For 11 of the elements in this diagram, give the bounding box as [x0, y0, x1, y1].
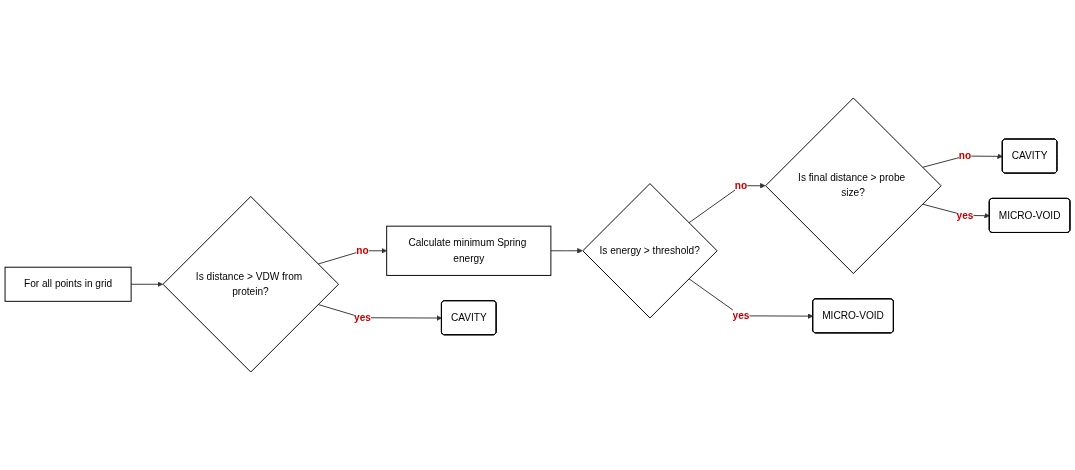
edge-label: no [734, 180, 748, 191]
node-diamond: Is energy > threshold? [582, 183, 718, 319]
node-diamond: Is distance > VDW from protein? [162, 196, 340, 373]
edge-label: yes [354, 312, 371, 323]
edge-label: yes [732, 310, 750, 321]
edge-label: yes [956, 209, 974, 221]
node-box: Calculate minimum Spring energy [386, 225, 552, 276]
edge-label: no [958, 150, 972, 162]
node-diamond: Is final distance > probe size? [765, 97, 942, 274]
node-box: For all points in grid [4, 266, 132, 302]
edge-label: no [356, 245, 369, 256]
